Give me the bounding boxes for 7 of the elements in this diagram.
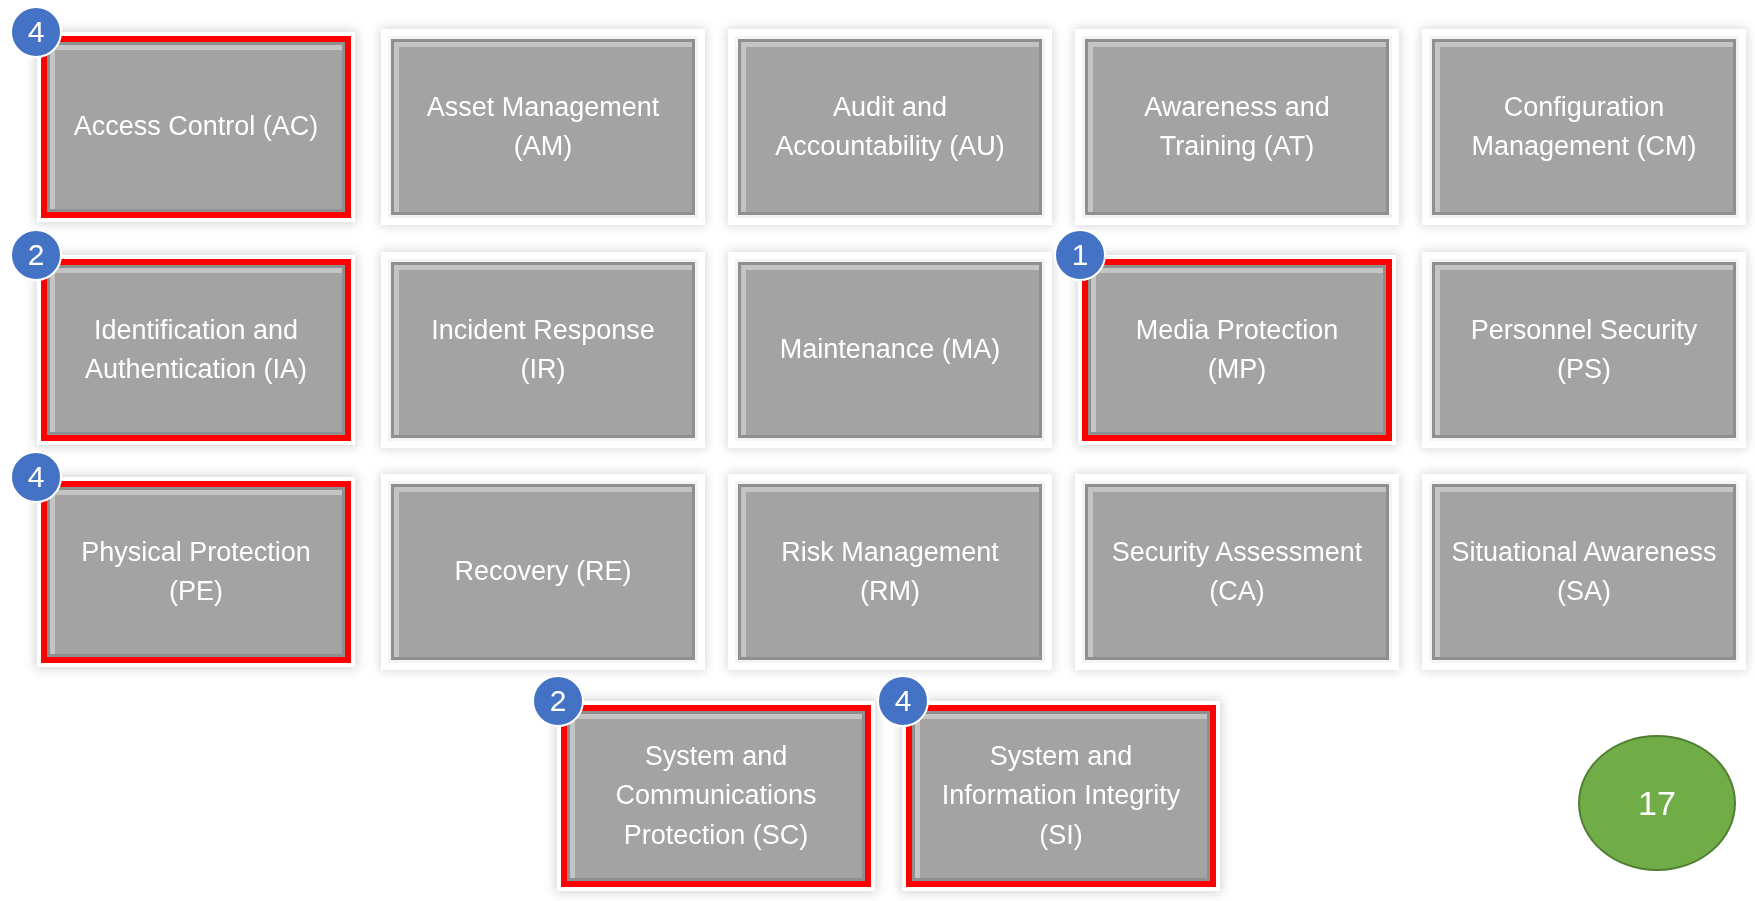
count-badge: 4 bbox=[10, 451, 62, 503]
count-badge: 2 bbox=[532, 675, 584, 727]
count-badge: 2 bbox=[10, 229, 62, 281]
count-badge: 4 bbox=[877, 675, 929, 727]
count-badge: 1 bbox=[1054, 229, 1106, 281]
count-badge: 4 bbox=[10, 6, 62, 58]
total-oval: 17 bbox=[1578, 735, 1736, 871]
